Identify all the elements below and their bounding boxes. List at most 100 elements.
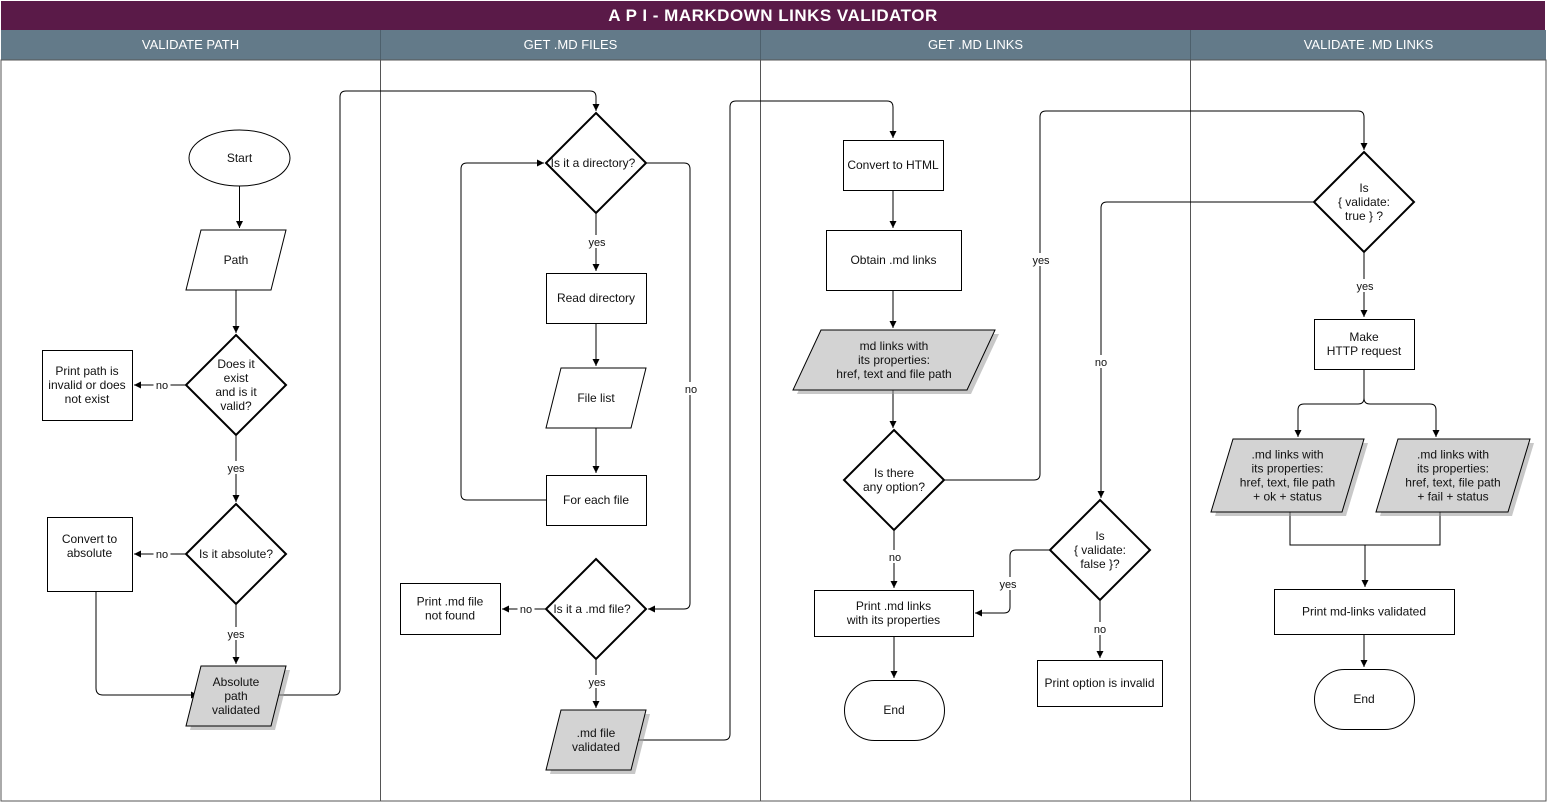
node-validate-false-q: Is{ validate:false }? (1048, 498, 1152, 602)
edge-label-directory-no: no (682, 382, 700, 396)
svg-text:Is it a .md file?: Is it a .md file? (553, 602, 631, 616)
lane-header-get-md-files: GET .MD FILES (381, 30, 761, 60)
svg-text:no: no (1094, 624, 1106, 636)
edge-option-yes (944, 110, 1368, 481)
svg-text:Read directory: Read directory (557, 291, 635, 305)
node-end2: End (1314, 669, 1415, 730)
svg-text:yes: yes (999, 579, 1017, 591)
svg-text:yes: yes (1032, 255, 1050, 267)
node-read-dir: Read directory (546, 273, 647, 324)
svg-text:Is it absolute?: Is it absolute? (199, 547, 273, 561)
lane-header-validate-path: VALIDATE PATH (1, 30, 381, 60)
edge-true-no (1097, 201, 1314, 498)
svg-text:Obtain .md links: Obtain .md links (850, 253, 936, 267)
node-directory-q: Is it a directory? (544, 111, 648, 215)
node-print-invalid-option: Print option is invalid (1037, 660, 1163, 707)
svg-text:For each file: For each file (563, 493, 629, 507)
edge-label-option-yes: yes (1029, 253, 1053, 267)
svg-text:Convert to HTML: Convert to HTML (847, 158, 939, 172)
svg-text:End: End (883, 703, 904, 717)
lane-header-validate-md-links: VALIDATE .MD LINKS (1191, 30, 1546, 60)
svg-text:no: no (520, 604, 532, 616)
edge-label-absolute-no: no (153, 547, 171, 561)
node-obtain-links: Obtain .md links (826, 230, 962, 291)
node-validate-true-q: Is{ validate:true } ? (1312, 150, 1416, 254)
node-path: Path (185, 229, 287, 291)
svg-text:yes: yes (588, 677, 606, 689)
edges-layer (95, 90, 1441, 741)
edge-ok-merge (1289, 512, 1441, 546)
edge-label-mdfile-yes: yes (585, 675, 609, 689)
edge-abs-to-directory (278, 90, 600, 696)
edge-label-true-yes: yes (1353, 279, 1377, 293)
node-md-file-q: Is it a .md file? (544, 557, 648, 661)
svg-text:no: no (156, 549, 168, 561)
node-convert-html: Convert to HTML (843, 140, 944, 191)
svg-text:File list: File list (577, 391, 615, 405)
edge-convert-validated (95, 591, 198, 699)
svg-text:Print md-links validated: Print md-links validated (1302, 605, 1426, 619)
edge-label-mdfile-no: no (517, 602, 535, 616)
swimlane-frame (0, 59, 1547, 802)
node-print-validated: Print md-links validated (1274, 589, 1455, 635)
svg-text:End: End (1353, 692, 1374, 706)
svg-text:no: no (156, 380, 168, 392)
edge-label-option-no: no (886, 550, 904, 564)
edge-label-false-yes: yes (996, 577, 1020, 591)
edge-http-ok (1294, 369, 1365, 437)
edge-labels-layer: no yes no yes yes no no yes no yes no yes no yes (153, 235, 1377, 689)
svg-text:Is it a directory?: Is it a directory? (551, 156, 636, 170)
edge-label-true-no: no (1092, 355, 1110, 369)
svg-text:no: no (889, 552, 901, 564)
edge-mdvalidated-to-html (636, 100, 897, 741)
svg-text:Path: Path (224, 253, 249, 267)
svg-text:yes: yes (227, 629, 245, 641)
svg-text:yes: yes (227, 463, 245, 475)
diagram-title: A P I - MARKDOWN LINKS VALIDATOR (1, 1, 1545, 30)
lane-header-get-md-links: GET .MD LINKS (761, 30, 1191, 60)
svg-text:Print option is invalid: Print option is invalid (1044, 676, 1154, 690)
svg-text:yes: yes (588, 237, 606, 249)
node-for-each: For each file (546, 475, 647, 526)
svg-text:Is{ validate:true } ?: Is{ validate:true } ? (1338, 181, 1390, 223)
node-file-list: File list (545, 367, 647, 429)
svg-text:yes: yes (1356, 281, 1374, 293)
node-absolute-q: Is it absolute? (184, 502, 288, 606)
edge-label-absolute-yes: yes (224, 627, 248, 641)
edge-http-fail (1363, 369, 1440, 437)
edge-label-false-no: no (1091, 622, 1109, 636)
svg-text:no: no (685, 384, 697, 396)
edge-label-exists-no: no (153, 378, 171, 392)
node-end1: End (844, 680, 945, 741)
svg-text:Is{ validate:false }?: Is{ validate:false }? (1074, 529, 1126, 571)
svg-text:Start: Start (227, 151, 253, 165)
node-start: Start (188, 129, 291, 187)
edge-label-directory-yes: yes (585, 235, 609, 249)
edge-label-exists-yes: yes (224, 461, 248, 475)
